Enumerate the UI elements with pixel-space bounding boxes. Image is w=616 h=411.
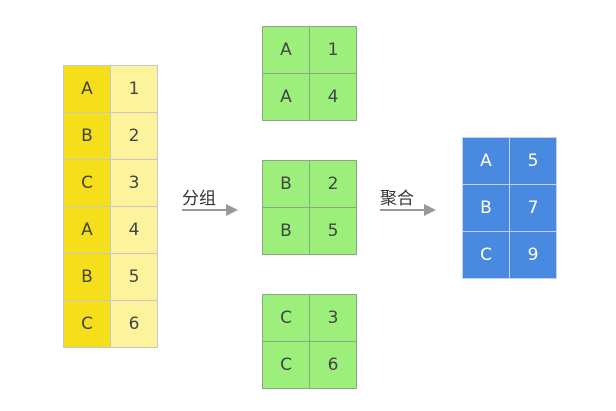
value-cell: 7	[509, 184, 557, 232]
table-row: A 5	[462, 137, 557, 185]
key-cell: C	[262, 341, 310, 389]
key-cell: C	[262, 294, 310, 342]
table-row: B 2	[63, 112, 158, 160]
table-row: B 7	[462, 184, 557, 232]
value-cell: 5	[110, 253, 158, 301]
key-cell: A	[262, 26, 310, 74]
key-cell: B	[63, 253, 111, 301]
group-table-a: A 1 A 4	[262, 26, 357, 121]
table-row: B 5	[63, 253, 158, 301]
value-cell: 4	[309, 73, 357, 121]
table-row: A 1	[63, 65, 158, 113]
aggregate-arrow-icon	[380, 202, 438, 218]
value-cell: 4	[110, 206, 158, 254]
key-cell: C	[462, 231, 510, 279]
group-table-c: C 3 C 6	[262, 294, 357, 389]
key-cell: A	[63, 206, 111, 254]
key-cell: A	[63, 65, 111, 113]
table-row: A 4	[262, 73, 357, 121]
group-table-b: B 2 B 5	[262, 160, 357, 255]
value-cell: 1	[309, 26, 357, 74]
key-cell: C	[63, 300, 111, 348]
key-cell: C	[63, 159, 111, 207]
source-table: A 1 B 2 C 3 A 4 B 5 C 6	[63, 65, 158, 348]
table-row: B 2	[262, 160, 357, 208]
value-cell: 2	[110, 112, 158, 160]
value-cell: 3	[309, 294, 357, 342]
table-row: C 3	[63, 159, 158, 207]
table-row: A 1	[262, 26, 357, 74]
aggregate-step-label: 聚合	[380, 189, 414, 209]
value-cell: 5	[509, 137, 557, 185]
table-row: C 6	[262, 341, 357, 389]
key-cell: A	[262, 73, 310, 121]
value-cell: 6	[110, 300, 158, 348]
value-cell: 3	[110, 159, 158, 207]
value-cell: 9	[509, 231, 557, 279]
value-cell: 5	[309, 207, 357, 255]
key-cell: B	[63, 112, 111, 160]
table-row: B 5	[262, 207, 357, 255]
key-cell: B	[462, 184, 510, 232]
value-cell: 2	[309, 160, 357, 208]
table-row: A 4	[63, 206, 158, 254]
key-cell: A	[462, 137, 510, 185]
result-table: A 5 B 7 C 9	[462, 137, 557, 279]
key-cell: B	[262, 207, 310, 255]
table-row: C 9	[462, 231, 557, 279]
table-row: C 6	[63, 300, 158, 348]
group-arrow-icon	[182, 202, 240, 218]
key-cell: B	[262, 160, 310, 208]
value-cell: 6	[309, 341, 357, 389]
group-step-label: 分组	[182, 189, 216, 209]
table-row: C 3	[262, 294, 357, 342]
value-cell: 1	[110, 65, 158, 113]
